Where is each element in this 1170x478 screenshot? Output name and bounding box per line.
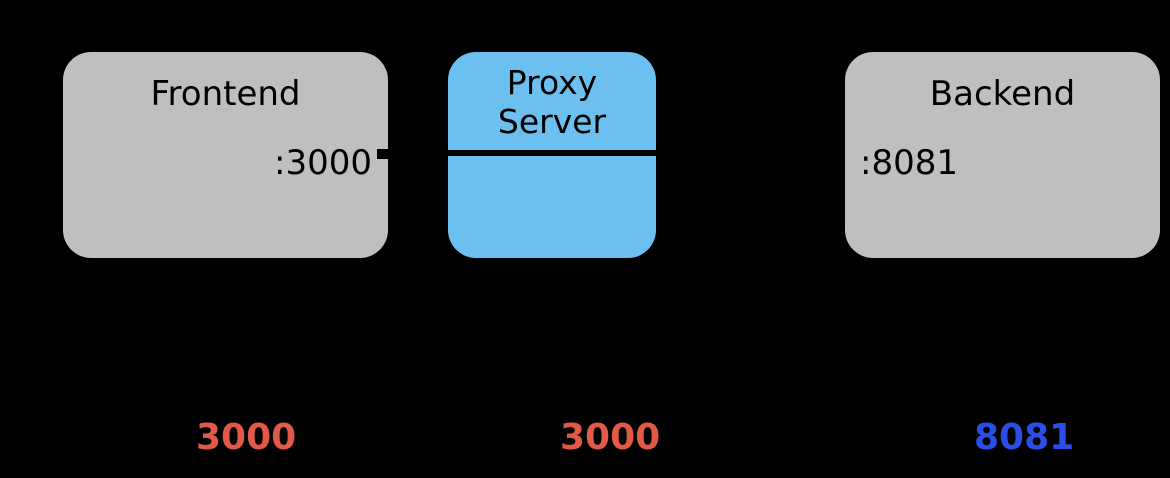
proxy-port-label: 3000	[560, 417, 661, 458]
backend-node[interactable]: Backend :8081	[845, 52, 1160, 258]
frontend-connector-stub	[377, 149, 388, 159]
frontend-node[interactable]: Frontend :3000	[63, 52, 388, 258]
frontend-port-label: 3000	[196, 417, 297, 458]
backend-port-label: 8081	[974, 417, 1075, 458]
backend-node-port: :8081	[860, 143, 958, 183]
frontend-node-title: Frontend	[150, 74, 301, 114]
proxy-title-line2: Server	[497, 101, 607, 141]
proxy-title-line1: Proxy	[506, 63, 598, 102]
backend-node-title: Backend	[929, 74, 1076, 114]
frontend-node-port: :3000	[274, 143, 372, 183]
proxy-server-divider	[448, 150, 656, 156]
